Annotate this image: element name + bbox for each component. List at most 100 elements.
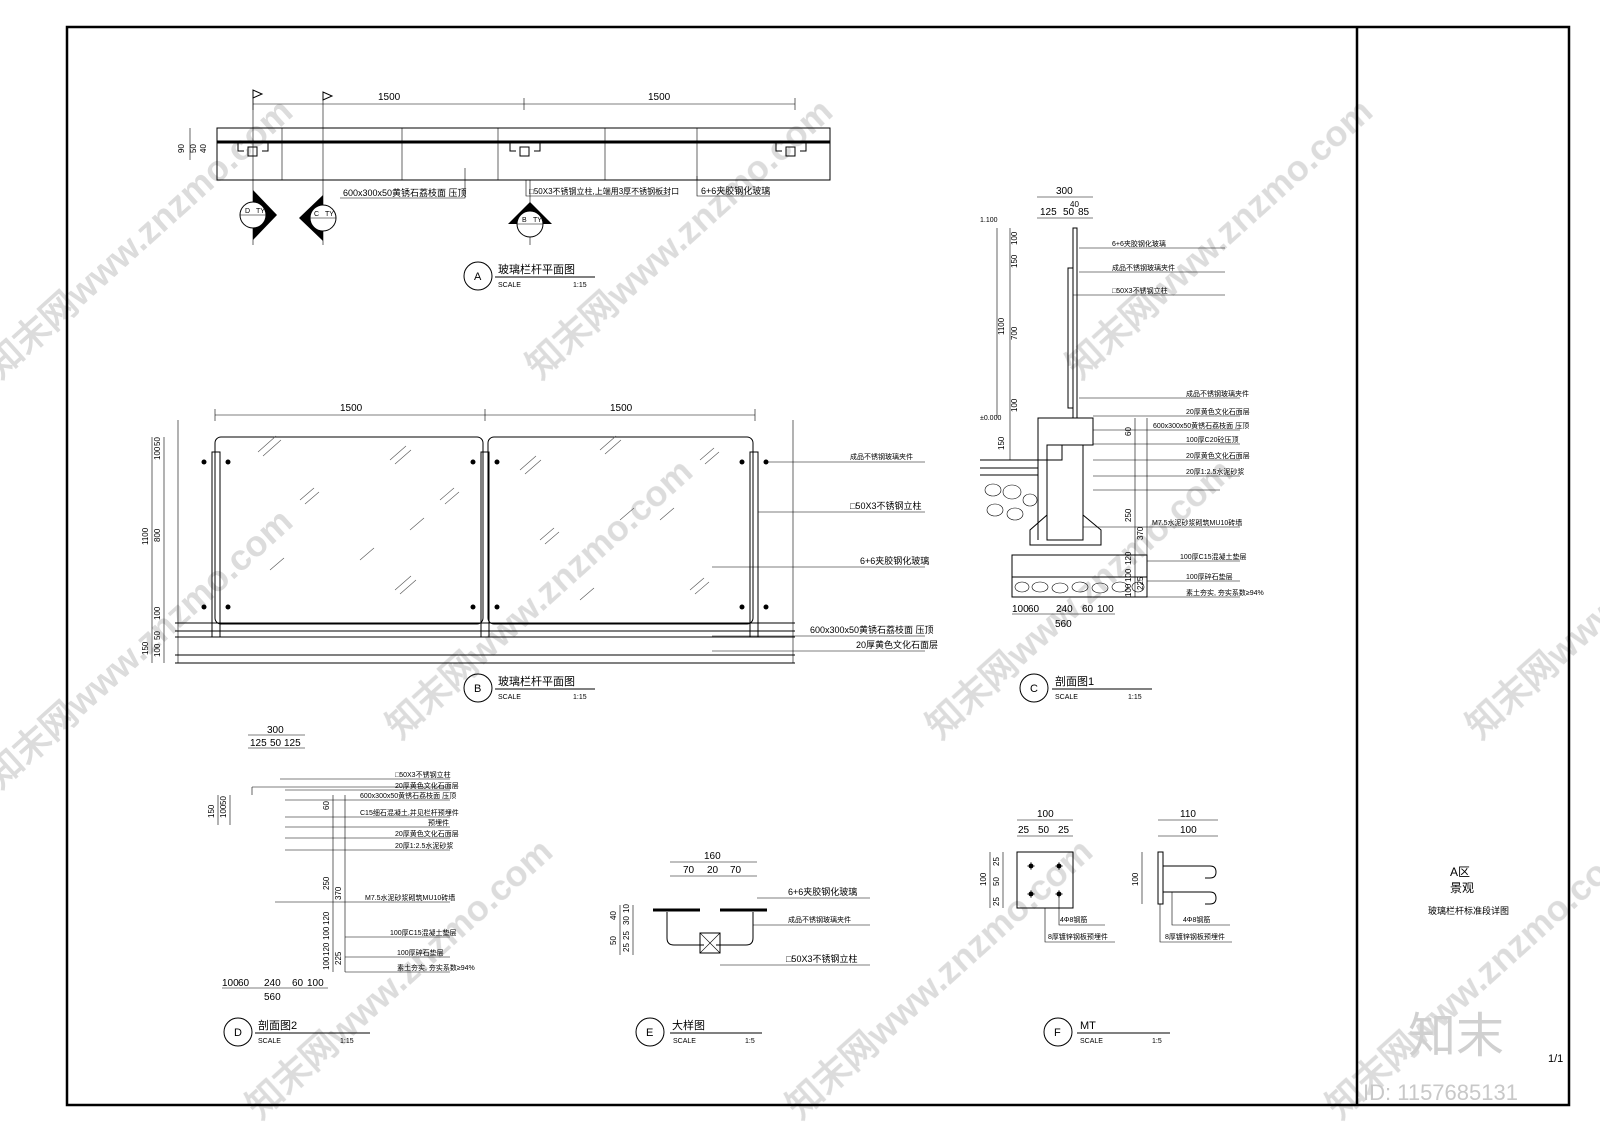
dim-label: 100 — [1012, 604, 1029, 615]
svg-text:TY: TY — [533, 217, 542, 224]
rebar-hook — [1163, 891, 1217, 905]
post-icon — [509, 142, 541, 157]
dim-label: 100 — [153, 446, 162, 460]
view-letter: A — [474, 271, 482, 283]
dim-label: 150 — [141, 641, 150, 655]
note: 600x300x50黄锈石荔枝面 压顶 — [1153, 421, 1249, 430]
dim-label: 560 — [264, 992, 281, 1003]
dim-label: 50 — [189, 144, 198, 153]
note: 成品不锈钢玻璃夹件 — [788, 915, 851, 924]
dim-label: 370 — [334, 886, 343, 900]
note: □50X3不锈钢立柱,上端用3厚不锈钢板封口 — [529, 186, 679, 196]
dim-label: 25 — [622, 943, 631, 952]
view-title: 剖面图2 — [258, 1018, 297, 1032]
note: 8厚镀锌钢板预埋件 — [1048, 932, 1108, 941]
note: 成品不锈钢玻璃夹件 — [1186, 389, 1249, 398]
view-letter: F — [1054, 1027, 1061, 1039]
view-letter-circle — [635, 1017, 665, 1047]
dim-label: 40 — [1070, 200, 1079, 209]
post-box — [699, 932, 721, 954]
scale-value: 1:15 — [573, 282, 587, 289]
note: 预埋件 — [428, 818, 449, 827]
dim-label: 240 — [1056, 604, 1073, 615]
dim-label: 60 — [1028, 604, 1040, 615]
steel-post — [211, 451, 221, 638]
id-watermark: ID: 1157685131 — [1363, 1080, 1518, 1105]
scale-value: 1:15 — [573, 694, 587, 701]
dim-label: 25 — [622, 931, 631, 940]
dim-label: 125 — [284, 738, 301, 749]
leader-group: □50X3不锈钢立柱 20厚黄色文化石面层 600x300x50黄锈石荔枝面 压… — [275, 770, 475, 973]
dim-label: 50 — [270, 738, 282, 749]
view-e: 160 70 20 70 50 40 25 25 30 10 6+6夹胶钢化玻璃… — [609, 851, 870, 1047]
view-letter-circle — [463, 673, 493, 703]
watermark-text: 知末网www.znzmo.com — [0, 90, 300, 386]
svg-text:C: C — [314, 211, 319, 218]
note: 6+6夹胶钢化玻璃 — [1112, 239, 1166, 248]
dim-label: 60 — [1124, 427, 1133, 436]
watermark-text: 知末网www.znzmo.com — [778, 830, 1100, 1126]
dim-label: 100 — [1124, 568, 1133, 582]
dim-label: 125 — [1040, 207, 1057, 218]
dim-label: 120 — [1124, 551, 1133, 565]
note: M7.5水泥砂浆砌筑MU10砖墙 — [1152, 518, 1242, 527]
dim-label: 100 — [1124, 583, 1133, 597]
dim-label: 40 — [199, 144, 208, 153]
view-a: 1500 1500 90 50 40 600x300x50黄锈石荔枝面 压顶 □… — [177, 89, 831, 291]
dim-label: 100 — [219, 804, 228, 818]
dim-label: 125 — [250, 738, 267, 749]
dim-label: 150 — [997, 436, 1006, 450]
note: C15细石混凝土,并见栏杆预埋件 — [360, 808, 459, 817]
logo-watermark: 知末 — [1408, 1010, 1504, 1063]
note: □50X3不锈钢立柱 — [850, 500, 921, 511]
note: 素土夯实, 夯实系数≥94% — [397, 963, 475, 972]
dim-label: 90 — [177, 144, 186, 153]
view-c: 300 40 125 50 85 1100 100 150 700 100 — [980, 186, 1264, 703]
scale-label: SCALE — [498, 694, 521, 701]
dim-label: 120 — [322, 942, 331, 956]
clamp-arm — [666, 912, 754, 946]
dim-label: 300 — [267, 725, 284, 736]
view-letter-circle — [463, 261, 493, 291]
dim-label: 25 — [992, 897, 1001, 906]
section-marker: D TY — [239, 112, 277, 245]
dim-label: 1500 — [610, 403, 633, 414]
view-letter: D — [234, 1027, 242, 1039]
note: 20厚黄色文化石面层 — [1186, 451, 1250, 460]
note: 成品不锈钢玻璃夹件 — [1112, 263, 1175, 272]
dim-label: 250 — [1124, 508, 1133, 522]
view-title: 玻璃栏杆平面图 — [498, 262, 575, 276]
section-marker: B TY — [508, 180, 552, 245]
watermark-text: 知末网www.znzmo.com — [1058, 90, 1380, 386]
scale-value: 1:5 — [745, 1038, 755, 1045]
watermark-text: 知末网www.znzmo.com — [1458, 450, 1600, 746]
dim-label: 20 — [707, 865, 719, 876]
dim-label: 25 — [992, 857, 1001, 866]
view-title: 大样图 — [672, 1018, 705, 1032]
dim-label: 250 — [322, 876, 331, 890]
dim-label: 100 — [1010, 398, 1019, 412]
dim-label: 50 — [153, 437, 162, 446]
note: M7.5水泥砂浆砌筑MU10砖墙 — [365, 893, 455, 902]
dim-label: 800 — [153, 528, 162, 542]
svg-text:TY: TY — [325, 211, 334, 218]
note: 600x300x50黄锈石荔枝面 压顶 — [360, 791, 456, 800]
dim-label: 700 — [1010, 326, 1019, 340]
note: 6+6夹胶钢化玻璃 — [788, 886, 857, 897]
note: □50X3不锈钢立柱 — [786, 953, 857, 964]
watermark-text: 知末网www.znzmo.com — [238, 830, 560, 1126]
level-mark: 1.100 — [980, 217, 998, 224]
section-marker: C TY — [299, 112, 337, 245]
coping-section — [1037, 417, 1094, 461]
post-icon — [237, 142, 269, 157]
glass-hatch — [257, 435, 720, 601]
dim-label: 85 — [1078, 207, 1090, 218]
view-letter: E — [646, 1027, 653, 1039]
glass-panel — [487, 436, 754, 625]
dim-label: 50 — [1038, 825, 1050, 836]
leader-group: 6+6夹胶钢化玻璃 成品不锈钢玻璃夹件 □50X3不锈钢立柱 成品不锈钢玻璃夹件… — [1073, 239, 1264, 598]
watermark-text: 知末网www.znzmo.com — [918, 450, 1240, 746]
dim-label: 50 — [992, 877, 1001, 886]
glass-panel — [214, 436, 484, 625]
